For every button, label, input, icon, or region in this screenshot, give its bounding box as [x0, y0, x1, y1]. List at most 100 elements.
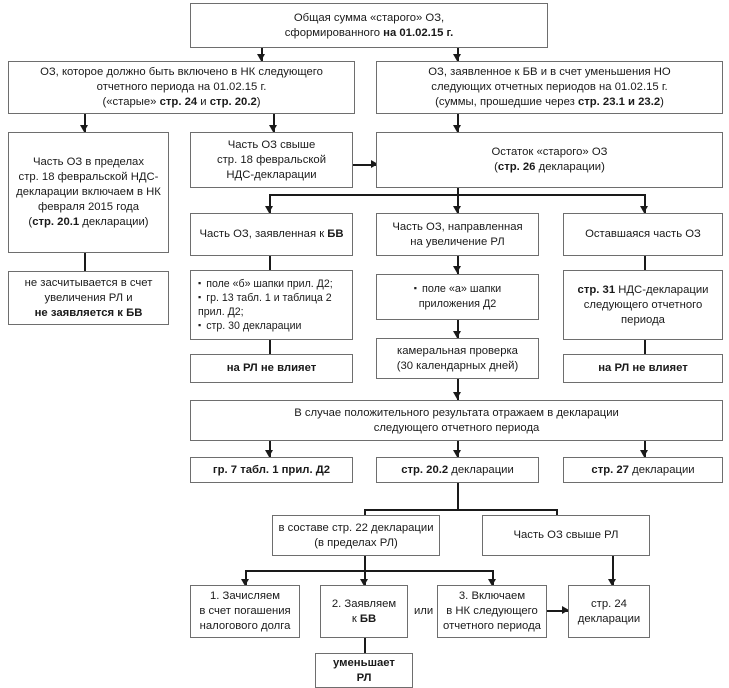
node-line: на увеличение РЛ [410, 235, 505, 248]
connector-bottom-bus-horizontal [245, 570, 493, 572]
connector-n17-n18 [269, 441, 271, 457]
node-line: Часть ОЗ, заявленная к БВ [199, 228, 344, 240]
connector-n25-n26 [546, 610, 568, 612]
node-line: уменьшает [333, 656, 395, 669]
arrowhead-n1-n3 [453, 54, 461, 61]
node-line20-2: стр. 20.2 декларации [376, 457, 539, 483]
node-within-line22: в составе стр. 22 декларации (в пределах… [272, 515, 440, 556]
node-not-credited: не засчитывается в счет увеличения РЛ и … [8, 271, 169, 325]
list-item: поле «а» шапки [381, 282, 534, 297]
node-oz-declared-to-bv: Часть ОЗ, заявленная к БВ [190, 213, 353, 256]
node-line: Часть ОЗ, направленная [392, 220, 523, 233]
node-no-rl-effect-right: на РЛ не влияет [563, 354, 723, 383]
arrowhead-n17-n20 [640, 450, 648, 457]
node-desk-audit: камеральная проверка (30 календарных дне… [376, 338, 539, 379]
node-line: декларации включаем в НК [16, 186, 161, 198]
list-item: стр. 30 декларации [198, 319, 348, 333]
node-line: 3. Включаем [458, 590, 526, 602]
connector-n17-n19 [457, 441, 459, 457]
arrowhead-n5-n6 [371, 160, 378, 168]
connector-n11-n14 [269, 340, 271, 354]
node-line: Общая сумма «старого» ОЗ, [293, 11, 445, 24]
node-line: декларации [577, 612, 641, 625]
node-oz-above-rl: Часть ОЗ свыше РЛ [482, 515, 650, 556]
node-line: стр. 18 февральской [216, 153, 327, 166]
arrowhead-n1-n2 [257, 54, 265, 61]
node-line: (суммы, прошедшие через стр. 23.1 и 23.2… [435, 96, 664, 108]
node-line31-next-period: стр. 31 НДС-декларации следующего отчетн… [563, 270, 723, 340]
arrowhead-n9-n12 [453, 266, 461, 273]
node-no-rl-effect-left: на РЛ не влияет [190, 354, 353, 383]
arrowhead-n17-n18 [265, 450, 273, 457]
node-bv-fields-list: поле «б» шапки прил. Д2; гр. 13 табл. 1 … [190, 270, 353, 340]
node-line: (стр. 26 декларации) [494, 161, 605, 173]
arrowhead-n12-n15 [453, 331, 461, 338]
arrowhead-n25-n26 [562, 606, 569, 614]
node-line: Остаток «старого» ОЗ [491, 146, 608, 158]
connector-n3-n6 [457, 114, 459, 132]
node-line: отчетного периода [443, 620, 541, 632]
arrowhead-n2-n4 [80, 125, 88, 132]
arrowhead-n3-n6 [453, 125, 461, 132]
node-line: гр. 7 табл. 1 прил. Д2 [212, 463, 331, 476]
arrowhead-bus-n23 [241, 579, 249, 586]
connector-n13-n16 [644, 340, 646, 354]
node-line: февраля 2015 года [37, 201, 140, 213]
node-oz-within-line18: Часть ОЗ в пределах стр. 18 февральской … [8, 132, 169, 253]
node-oz-declared-bv: ОЗ, заявленное к БВ и в счет уменьшения … [376, 61, 723, 114]
node-reduces-rl: уменьшает РЛ [315, 653, 413, 688]
arrowhead-bus-n10 [640, 206, 648, 213]
connector-n19-bus-horizontal [364, 509, 557, 511]
connector-n8-n11 [269, 256, 271, 270]
connector-n4-n7 [84, 253, 86, 271]
node-line: 1. Зачисляем [209, 590, 281, 602]
node-line: стр. 27 декларации [591, 463, 695, 476]
node-line: В случае положительного результата отраж… [294, 406, 619, 419]
connector-bus-n25 [492, 570, 494, 586]
node-line: налоговогo долга [199, 620, 291, 632]
node-oz-to-include-nk: ОЗ, которое должно быть включено в НК сл… [8, 61, 355, 114]
node-line: в счет погашения [199, 605, 291, 617]
arrowhead-bus-n8 [265, 206, 273, 213]
node-line: РЛ [356, 671, 372, 684]
arrowhead-n2-n5 [269, 125, 277, 132]
node-oz-above-line18: Часть ОЗ свыше стр. 18 февральской НДС-д… [190, 132, 353, 188]
node-line24-declaration: стр. 24 декларации [568, 585, 650, 638]
node-line: стр. 20.2 декларации [401, 463, 514, 476]
list-item: гр. 13 табл. 1 и таблица 2 прил. Д2; [198, 291, 348, 319]
node-line: периода [621, 313, 665, 326]
connector-n24-n27 [364, 638, 366, 653]
node-line: (в пределах РЛ) [314, 536, 398, 549]
node-line: Оставшаяся часть ОЗ [585, 228, 701, 240]
node-line: на РЛ не влияет [226, 362, 317, 374]
list-item: поле «б» шапки прил. Д2; [198, 277, 348, 291]
arrowhead-bus-n9 [453, 206, 461, 213]
connector-bus-n8 [269, 194, 271, 213]
node-line: 2. Заявляем [331, 597, 397, 610]
node-remaining-oz-part: Оставшаяся часть ОЗ [563, 213, 723, 256]
connector-n15-n17 [457, 379, 459, 400]
connector-n17-n20 [644, 441, 646, 457]
arrowhead-n22-n26 [608, 579, 616, 586]
node-line: стр. 24 [591, 597, 627, 610]
connector-n2-n4 [84, 114, 86, 132]
arrowhead-n17-n19 [453, 450, 461, 457]
node-total-old-oz: Общая сумма «старого» ОЗ, сформированног… [190, 3, 548, 48]
node-line: ОЗ, которое должно быть включено в НК сл… [40, 66, 323, 78]
node-line: НДС-декларации [226, 168, 317, 181]
node-line: следующего отчетного [583, 298, 703, 311]
connector-n2-n5 [273, 114, 275, 132]
arrowhead-bus-n24 [360, 579, 368, 586]
node-line: стр. 18 февральской НДС- [18, 171, 159, 183]
node-line: в НК следующего [446, 605, 538, 617]
node-option-1-tax-debt: 1. Зачисляем в счет погашения налоговогo… [190, 585, 300, 638]
node-line: сформированного на 01.02.15 г. [284, 26, 454, 39]
node-line: в составе стр. 22 декларации [278, 521, 434, 534]
node-line: (30 календарных дней) [396, 359, 519, 372]
node-line: (стр. 20.1 декларации) [28, 216, 149, 228]
arrowhead-n15-n17 [453, 392, 461, 399]
or-connector-label: или [414, 604, 434, 619]
node-line: Часть ОЗ свыше РЛ [513, 529, 619, 541]
node-line: не заявляется к БВ [34, 306, 143, 319]
